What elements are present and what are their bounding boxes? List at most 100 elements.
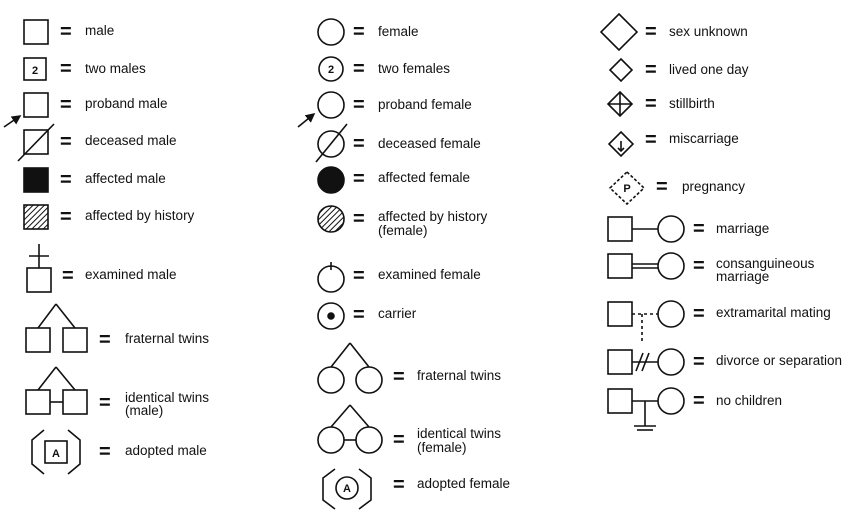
label-examined-male: examined male [85, 267, 177, 282]
male-identical-twins-symbol [25, 366, 88, 415]
equals-sign: = [99, 441, 111, 463]
lived-one-day-symbol [608, 57, 634, 83]
label-female: female [378, 24, 419, 39]
two-females-symbol: 2 [318, 56, 344, 82]
label-male-fraternal-twins: fraternal twins [125, 331, 210, 346]
label-examined-female: examined female [378, 267, 481, 282]
label-sex-unknown: sex unknown [669, 24, 748, 39]
equals-sign: = [393, 429, 405, 451]
equals-sign: = [353, 168, 365, 190]
label-female-identical-twins-qualifier: (female) [417, 440, 467, 455]
no-children-symbol [607, 387, 685, 431]
examined-female-symbol [317, 262, 345, 293]
label-affected-male: affected male [85, 171, 166, 186]
proband-arrow-icon [3, 115, 22, 128]
extramarital-mating-symbol [607, 300, 685, 342]
proband-arrow-icon [297, 112, 316, 128]
label-male: male [85, 23, 115, 38]
equals-sign: = [60, 21, 72, 43]
label-female-fraternal-twins: fraternal twins [417, 368, 502, 383]
male-fraternal-twins-symbol [25, 303, 88, 353]
label-female-identical-twins: identical twins [417, 426, 502, 441]
equals-sign: = [353, 21, 365, 43]
label-adopted-female: adopted female [417, 476, 511, 491]
deceased-female-symbol [315, 123, 348, 163]
equals-sign: = [60, 94, 72, 116]
female-fraternal-twins-symbol [317, 342, 383, 394]
equals-sign: = [693, 303, 705, 325]
label-stillbirth: stillbirth [669, 96, 715, 111]
equals-sign: = [99, 329, 111, 351]
label-two-males: two males [85, 61, 146, 76]
equals-sign: = [353, 304, 365, 326]
equals-sign: = [645, 93, 657, 115]
equals-sign: = [353, 133, 365, 155]
sex-unknown-symbol [599, 12, 639, 52]
label-proband-female: proband female [378, 97, 472, 112]
stillbirth-symbol [606, 90, 634, 118]
equals-sign: = [393, 474, 405, 496]
label-deceased-male: deceased male [85, 133, 177, 148]
equals-sign: = [60, 169, 72, 191]
equals-sign: = [353, 265, 365, 287]
label-affected-by-history: affected by history [85, 208, 195, 223]
equals-sign: = [62, 265, 74, 287]
label-two-females: two females [378, 61, 451, 76]
proband-female-symbol [297, 91, 345, 128]
pregnancy-letter: P [623, 183, 630, 195]
deceased-male-symbol [17, 123, 55, 162]
label-extramarital-mating: extramarital mating [716, 305, 831, 320]
label-carrier: carrier [378, 306, 417, 321]
miscarriage-symbol [607, 130, 635, 158]
equals-sign: = [656, 176, 668, 198]
equals-sign: = [645, 129, 657, 151]
label-marriage: marriage [716, 221, 770, 236]
label-proband-male: proband male [85, 96, 168, 111]
label-affected-by-history-female-qualifier: (female) [378, 223, 428, 238]
female-identical-twins-symbol [317, 404, 383, 454]
equals-sign: = [99, 392, 111, 414]
proband-male-symbol [3, 92, 49, 128]
equals-sign: = [353, 58, 365, 80]
examined-male-symbol [26, 244, 52, 293]
affected-female-symbol [317, 166, 345, 194]
label-male-identical-twins-qualifier: (male) [125, 403, 164, 418]
carrier-symbol [317, 302, 345, 330]
label-affected-by-history-female: affected by history [378, 209, 488, 224]
label-adopted-male: adopted male [125, 443, 207, 458]
two-females-count: 2 [328, 64, 334, 76]
label-consanguineous: consanguineous [716, 256, 815, 271]
equals-sign: = [353, 94, 365, 116]
affected-by-history-female-symbol [317, 205, 345, 233]
two-males-symbol: 2 [23, 57, 47, 81]
label-no-children: no children [716, 393, 783, 408]
label-miscarriage: miscarriage [669, 131, 739, 146]
adopted-female-letter: A [343, 483, 351, 495]
pregnancy-symbol: P [608, 170, 646, 206]
label-deceased-female: deceased female [378, 136, 481, 151]
equals-sign: = [693, 351, 705, 373]
female-symbol [317, 18, 345, 46]
adopted-female-symbol: A [322, 468, 372, 510]
equals-sign: = [693, 255, 705, 277]
equals-sign: = [693, 390, 705, 412]
label-divorce-or-separation: divorce or separation [716, 353, 843, 368]
two-males-count: 2 [32, 65, 38, 77]
equals-sign: = [60, 131, 72, 153]
affected-by-history-symbol [23, 204, 49, 230]
equals-sign: = [645, 59, 657, 81]
label-lived-one-day: lived one day [669, 62, 749, 77]
equals-sign: = [60, 58, 72, 80]
label-male-identical-twins: identical twins [125, 390, 210, 405]
equals-sign: = [353, 208, 365, 230]
consanguineous-marriage-symbol [607, 252, 685, 280]
equals-sign: = [60, 206, 72, 228]
label-consanguineous-marriage: marriage [716, 269, 770, 284]
adopted-male-symbol: A [31, 429, 81, 475]
label-pregnancy: pregnancy [682, 179, 746, 194]
equals-sign: = [393, 366, 405, 388]
male-symbol [23, 19, 49, 45]
affected-male-symbol [23, 167, 49, 193]
equals-sign: = [645, 21, 657, 43]
equals-sign: = [693, 218, 705, 240]
